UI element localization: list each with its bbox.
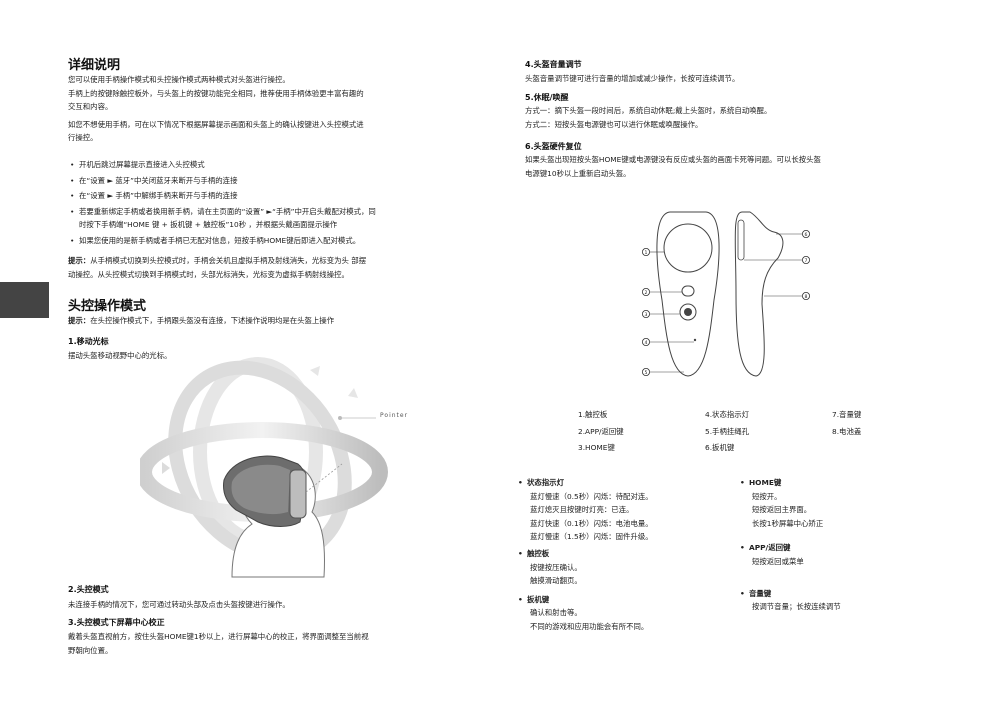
list-item: 在“设置 ► 手柄”中解绑手柄来断开与手柄的连接 [70,189,490,203]
legend-item: 7.音量键 [832,410,862,419]
section-title-head-mode: 头控操作模式 [68,299,147,314]
head-mode-tip: 提示：在头控操作模式下，手柄跟头盔没有连接，下述操作说明均是在头盔上操作 [68,314,488,328]
callout-8: 8 [801,292,810,301]
legend-item: 2.APP/返回键 [578,426,624,436]
function-list-right: HOME键 短按开。 短按返回主界面。 长按1秒屏幕中心矫正 APP/返回键 短… [740,476,940,614]
text-line: 电源键10秒以上重新启动头盔。 [525,168,631,178]
head-rotation-illustration [140,357,388,578]
subsection-title: 5.休眠/唤醒 [525,93,569,102]
intro-line: 交互和内容。 [68,102,113,112]
function-title: 触控板 [518,547,728,561]
tip-block: 提示：从手柄模式切换到头控模式时，手柄会关机且虚拟手柄及射线消失，光标变为头 部… [68,254,488,281]
subsection-text: 摆动头盔移动视野中心的光标。 [68,351,172,360]
function-line: 长按1秒屏幕中心矫正 [752,518,824,528]
list-item-continued: 时按下手柄端“HOME 键 + 扳机键 + 触控板”10秒 ，并根据头戴画面提示… [79,220,338,230]
function-title: HOME键 [740,476,940,490]
callout-2: 2 [642,288,650,297]
tip-label: 提示： [68,256,91,265]
function-line: 确认和射击等。 [530,608,582,618]
intro-line: 您可以使用手柄操作模式和头控操作模式两种模式对头盔进行操控。 [68,75,290,84]
text-line: 戴着头盔直视前方，按住头盔HOME键1秒以上，进行屏幕中心的校正，将界面调整至当… [68,632,369,641]
function-title: 扳机键 [518,593,728,607]
callout-3: 3 [642,310,650,319]
svg-text:7: 7 [805,258,808,264]
list-item: 如果您使用的是新手柄或者手柄已无配对信息，短按手柄HOME键后即进入配对模式。 [70,234,490,248]
legend-item: 6.扳机键 [705,443,735,453]
svg-text:5: 5 [645,370,648,376]
legend-item: 4.状态指示灯 [705,410,750,419]
intro-line: 行操控。 [68,133,98,143]
intro-line: 如您不想使用手柄，可在以下情况下根据屏幕提示画面和头盔上的确认按键进入头控模式进 [68,119,364,129]
function-title: APP/返回键 [740,541,940,555]
function-list-left: 状态指示灯 蓝灯慢速（0.5秒）闪烁：待配对连。 蓝灯熄灭且按键时灯亮：已连。 … [518,476,728,634]
legend-row: 3.HOME键 6.扳机键 [578,441,908,455]
list-item: 开机后跳过屏幕提示直接进入头控模式 [70,158,490,172]
legend-item: 8.电池盖 [832,426,862,436]
text-line: 如果头盔出现短按头盔HOME键或电源键没有反应或头盔的画面卡死等问题。可以长按头… [525,155,821,164]
function-line: 按调节音量；长按连续调节 [752,602,841,612]
function-title: 音量键 [740,587,940,601]
svg-text:2: 2 [645,290,648,296]
svg-text:6: 6 [805,232,808,238]
subsection-title: 1.移动光标 [68,337,109,346]
page-title: 详细说明 [68,58,121,73]
subsection-title: 2.头控模式 [68,585,109,594]
tip-text: 动操控。从头控模式切换到手柄模式时，头部光标消失，光标变为虚拟手柄射线操控。 [68,269,349,279]
callout-5: 5 [642,367,650,376]
callout-6: 6 [801,229,810,238]
function-line: 短按返回或菜单 [752,556,804,566]
list-item: 若要重新绑定手柄或者换用新手柄，请在主页面的“设置” ►“手柄”中开启头戴配对模… [70,205,490,219]
function-line: 短按返回主界面。 [752,505,812,515]
tip-label: 提示： [68,316,91,325]
tip-text: 在头控操作模式下，手柄跟头盔没有连接，下述操作说明均是在头盔上操作 [90,316,335,325]
svg-text:8: 8 [805,294,808,300]
function-line: 蓝灯慢速（0.5秒）闪烁：待配对连。 [530,491,653,501]
legend-item: 5.手柄挂绳孔 [705,426,750,436]
subsection-title: 6.头盔硬件复位 [525,142,582,151]
function-line: 不同的游戏和应用功能会有所不同。 [530,621,649,631]
subsection-title: 4.头盔音量调节 [525,60,582,69]
section-tab-marker [0,282,49,318]
mode-bullet-list: 开机后跳过屏幕提示直接进入头控模式 在“设置 ► 蓝牙”中关闭蓝牙来断开与手柄的… [70,158,490,248]
function-line: 短按开。 [752,491,782,501]
controller-diagram: 1 2 3 4 5 6 7 8 [642,211,810,377]
controller-legend: 1.触控板 4.状态指示灯 7.音量键 2.APP/返回键 5.手柄挂绳孔 8.… [578,408,908,455]
function-line: 蓝灯慢速（1.5秒）闪烁：固件升级。 [530,532,653,542]
callout-7: 7 [801,256,810,265]
legend-item: 1.触控板 [578,410,608,419]
svg-text:4: 4 [645,340,648,346]
function-line: 触摸滑动翻页。 [530,576,582,586]
function-title: 状态指示灯 [518,476,728,490]
subsection-text: 头盔音量调节键可进行音量的增加或减少操作，长按可连续调节。 [525,74,740,83]
intro-line: 手柄上的按键除触控板外，与头盔上的按键功能完全相同，推荐使用手柄体验更丰富有趣的 [68,88,364,98]
list-item: 在“设置 ► 蓝牙”中关闭蓝牙来断开与手柄的连接 [70,174,490,188]
subsection-text: 未连接手柄的情况下，您可通过转动头部及点击头盔按键进行操作。 [68,600,290,609]
subsection-title: 3.头控模式下屏幕中心校正 [68,618,165,627]
legend-row: 2.APP/返回键 5.手柄挂绳孔 8.电池盖 [578,425,908,439]
function-line: 按键按压确认。 [530,562,582,572]
legend-row: 1.触控板 4.状态指示灯 7.音量键 [578,408,908,422]
intro-block: 您可以使用手柄操作模式和头控操作模式两种模式对头盔进行操控。 手柄上的按键除触控… [68,73,488,145]
text-line: 方式一：摘下头盔一段时间后，系统自动休眠;戴上头盔时，系统自动唤醒。 [525,106,772,115]
subsection-text: 戴着头盔直视前方，按住头盔HOME键1秒以上，进行屏幕中心的校正，将界面调整至当… [68,630,488,657]
svg-text:1: 1 [645,250,648,256]
subsection-text: 方式一：摘下头盔一段时间后，系统自动休眠;戴上头盔时，系统自动唤醒。 方式二：短… [525,104,771,131]
svg-text:3: 3 [645,312,648,318]
callout-1: 1 [642,248,650,257]
callout-4: 4 [642,337,650,346]
function-line: 蓝灯熄灭且按键时灯亮：已连。 [530,505,634,515]
subsection-text: 如果头盔出现短按头盔HOME键或电源键没有反应或头盔的画面卡死等问题。可以长按头… [525,153,955,180]
tip-text: 从手柄模式切换到头控模式时，手柄会关机且虚拟手柄及射线消失，光标变为头 部摆 [90,256,366,265]
pointer-label: Pointer [380,412,409,419]
function-line: 蓝灯快速（0.1秒）闪烁：电池电量。 [530,518,653,528]
text-line: 方式二：短按头盔电源键也可以进行休眠或唤醒操作。 [525,119,703,129]
legend-item: 3.HOME键 [578,443,615,453]
text-line: 野朝向位置。 [68,645,113,655]
